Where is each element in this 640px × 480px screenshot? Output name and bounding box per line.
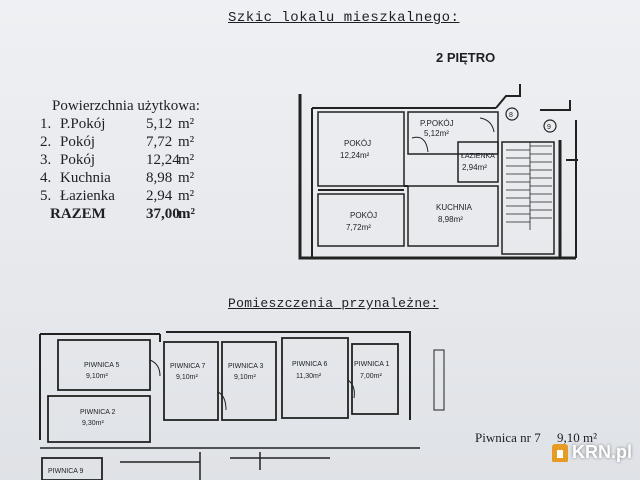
plan-room-label: POKÓJ — [344, 139, 371, 148]
basement-label: PIWNICA 5 — [84, 362, 120, 369]
usable-area-header: Powierzchnia użytkowa: — [52, 98, 200, 114]
plan-room-label: KUCHNIA — [436, 203, 473, 212]
area-row: 5. Łazienka 2,94 m² — [40, 188, 210, 206]
area-row: 1. P.Pokój 5,12 m² — [40, 116, 210, 134]
plan-room-area: 12,24m² — [340, 151, 370, 160]
room-name: P.Pokój — [60, 116, 106, 132]
room-name: Pokój — [60, 134, 96, 150]
basement-label: PIWNICA 6 — [292, 361, 328, 368]
area-total-row: RAZEM 37,00 m² — [40, 206, 210, 224]
plan-room-area: 7,72m² — [346, 223, 371, 232]
room-name: Łazienka — [60, 188, 115, 204]
watermark-text: KRN.pl — [572, 442, 632, 462]
room-area: 5,12 — [146, 116, 173, 132]
room-area: 2,94 — [146, 188, 173, 204]
plan-room-label: ŁAZIENKA — [461, 153, 495, 160]
basement-area: 9,30m² — [82, 420, 104, 427]
room-area: 8,98 — [146, 170, 173, 186]
area-unit: m² — [178, 206, 195, 222]
basement-label: PIWNICA 1 — [354, 361, 390, 368]
row-number: 1. — [40, 116, 52, 132]
basement-area: 11,30m² — [296, 373, 322, 380]
area-row: 4. Kuchnia 8,98 m² — [40, 170, 210, 188]
row-number: 2. — [40, 134, 52, 150]
basement-note: Piwnica nr 7 9,10 m² — [475, 430, 597, 445]
room-name: Pokój — [60, 152, 96, 168]
floor-label: 2 PIĘTRO — [436, 50, 496, 65]
area-row: 2. Pokój 7,72 m² — [40, 134, 210, 152]
plan-room-label: P.POKÓJ — [420, 119, 454, 128]
area-unit: m² — [178, 152, 195, 168]
room-area: 7,72 — [146, 134, 173, 150]
basement-label: PIWNICA 2 — [80, 409, 116, 416]
area-unit: m² — [178, 188, 195, 204]
plan-room-area: 5,12m² — [424, 129, 449, 138]
room-area: 12,24 — [146, 152, 180, 168]
total-label: RAZEM — [50, 206, 106, 222]
plan-room-area: 2,94m² — [462, 163, 487, 172]
area-row: 3. Pokój 12,24 m² — [40, 152, 210, 170]
krn-watermark: KRN.pl — [552, 442, 632, 463]
basement-area: 9,10m² — [86, 373, 108, 380]
accessory-rooms-title: Pomieszczenia przynależne: — [228, 296, 439, 311]
total-area: 37,00 — [146, 206, 180, 222]
plan-room-label: POKÓJ — [350, 211, 377, 220]
basement-area: 7,00m² — [360, 373, 382, 380]
row-number: 3. — [40, 152, 52, 168]
basement-area: 9,10m² — [176, 374, 198, 381]
plan-room-area: 8,98m² — [438, 215, 463, 224]
area-unit: m² — [178, 170, 195, 186]
area-unit: m² — [178, 134, 195, 150]
row-number: 4. — [40, 170, 52, 186]
basement-label: PIWNICA 7 — [170, 363, 206, 370]
house-logo-icon — [552, 443, 568, 462]
sketch-title: Szkic lokalu mieszkalnego: — [228, 10, 460, 26]
plan-marker-number: 8 — [509, 112, 513, 119]
plan-marker-number: 9 — [547, 124, 551, 131]
area-unit: m² — [178, 116, 195, 132]
usable-area-list: 1. P.Pokój 5,12 m² 2. Pokój 7,72 m² 3. P… — [40, 116, 210, 224]
basement-area: 9,10m² — [234, 374, 256, 381]
basement-label: PIWNICA 3 — [228, 363, 264, 370]
room-name: Kuchnia — [60, 170, 111, 186]
row-number: 5. — [40, 188, 52, 204]
basement-label: PIWNICA 9 — [48, 468, 84, 475]
